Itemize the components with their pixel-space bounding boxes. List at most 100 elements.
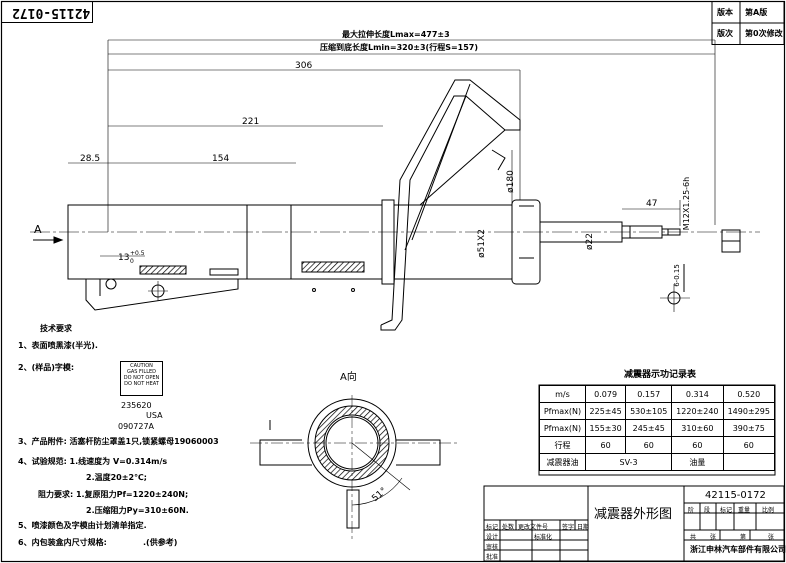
table-row: Pfmax(N) 155±30 245±45 310±60 390±75 [539,419,776,437]
table-cell: 60 [722,436,776,454]
dim-phi22: ø22 [584,233,595,250]
dim-47: 47 [646,199,658,209]
lower-bracket [85,261,365,311]
table-header-cell: 0.314 [671,385,724,403]
tech-line-4c: 阻力要求: 1.复原阻力Pf=1220±240N; [38,490,189,499]
table-cell: 155±30 [584,419,627,437]
tech-line-6b: .(供参考) [143,538,178,547]
caution-line: DO NOT HEAT [124,381,159,387]
dim-tol-plus: +0.5 [130,250,145,257]
piston-rod [539,221,681,243]
table-header-cell: 0.520 [722,385,776,403]
caution-label-box: CAUTION GAS FILLED DO NOT OPEN DO NOT HE… [120,361,163,396]
table-cell: 390±75 [722,419,776,437]
dim-lmin: 压缩到底长度Lmin=320±3(行程S=157) [320,43,479,52]
tech-line-3: 3、产品附件: 活塞杆防尘罩盖1只,锁紧螺母19060003 [18,437,219,446]
table-row: m/s 0.079 0.157 0.314 0.520 [539,385,776,403]
table-cell: 60 [625,436,673,454]
table-header-cell: m/s [539,385,586,403]
mark-label: 标记 [486,524,499,531]
version-value: 第A版 [745,8,768,17]
sheet-unit-label: 张 [710,534,717,541]
table-cell: Pfmax(N) [539,402,586,420]
sheet-num-label: 第 [740,534,747,541]
section-marker-a [33,236,64,244]
dim-6: 6-0.15 [672,264,681,287]
table-header-cell: 0.157 [625,385,673,403]
tech-line-4b: 2.温度20±2℃; [86,473,147,482]
dim-tol-zero: 0 [130,258,134,265]
table-row: 减震器油 SV-3 油量 [539,453,776,471]
tech-title: 技术要求 [40,324,72,333]
revision-label: 版次 [717,29,733,38]
dim-28-5: 28.5 [80,154,101,164]
date-label: 日期 [577,524,590,531]
record-title: 减震器示功记录表 [624,370,697,380]
tech-line-6: 6、内包装盒内尺寸规格: [18,538,107,547]
table-cell: 60 [584,436,627,454]
table-cell: 310±60 [671,419,724,437]
dim-306: 306 [295,61,313,71]
view-a-label: A向 [340,372,357,383]
count-label: 处数 [502,524,515,531]
table-cell: 530±105 [625,402,673,420]
table-cell: 60 [671,436,724,454]
standardize-label: 标准化 [534,534,553,541]
weight-label: 重量 [738,507,751,514]
table-cell: 1490±295 [722,402,776,420]
revision-value: 第0次修改 [745,29,783,38]
table-cell: 行程 [539,436,586,454]
dim-154: 154 [212,154,230,164]
view-a [250,395,460,540]
section-label: 段 [704,507,711,514]
mark-col-label: 标 [720,507,727,514]
change-doc-label: 更改文件号 [518,524,549,531]
dimension-lines [68,39,716,280]
dim-thread: M12X1.25-6h [682,176,692,231]
table-cell [722,453,776,471]
table-cell: 减震器油 [539,453,586,471]
sheet-total-label: 共 [690,534,697,541]
tech-line-2: 2、(样品)字模: [18,363,75,372]
table-cell: SV-3 [584,453,673,471]
company-name: 浙江申林汽车部件有限公司 [690,545,786,554]
dim-13: 13 [118,253,130,263]
table-cell: Pfmax(N) [539,419,586,437]
table-header-cell: 0.079 [584,385,627,403]
version-label: 版本 [717,8,733,17]
drawing-name: 减震器外形图 [594,507,673,522]
tech-line-5: 5、喷漆颜色及字模由计划清单指定. [18,521,147,530]
table-row: 行程 60 60 60 60 [539,436,776,454]
part-number-stamp-text: 42115-0172 [12,5,91,20]
tech-line-1: 1、表面喷黑漆(半光). [18,341,98,350]
caution-line: DO NOT OPEN [123,375,160,381]
version-box [711,1,785,45]
sheet-unit-label-2: 张 [768,534,775,541]
title-block-frame [483,485,785,562]
code-1: 235620 [121,401,152,410]
caution-line: GAS FILLED [127,369,156,375]
audit-label: 审核 [486,544,499,551]
design-label: 设计 [486,534,499,541]
scale-label: 比例 [762,507,775,514]
table-cell: 245±45 [625,419,673,437]
caution-line: CAUTION [130,363,153,369]
table-cell: 油量 [671,453,724,471]
record-table: m/s 0.079 0.157 0.314 0.520 Pfmax(N) 225… [539,385,776,471]
table-cell: 225±45 [584,402,627,420]
part-number-stamp [1,1,93,23]
stage-label: 阶 [688,507,695,514]
dim-lmax: 最大拉伸长度Lmax=477±3 [342,30,450,39]
tech-line-4: 4、试验规范: 1.线速度为 V=0.314m/s [18,457,168,466]
code-2: USA [146,411,163,420]
title-part-number: 42115-0172 [705,490,766,501]
section-a-label: A [34,223,42,236]
sign-label: 签字 [562,524,575,531]
table-cell: 1220±240 [671,402,724,420]
dim-221: 221 [242,117,260,127]
table-row: Pfmax(N) 225±45 530±105 1220±240 1490±29… [539,402,776,420]
mark-col-label-2: 记 [726,507,733,514]
